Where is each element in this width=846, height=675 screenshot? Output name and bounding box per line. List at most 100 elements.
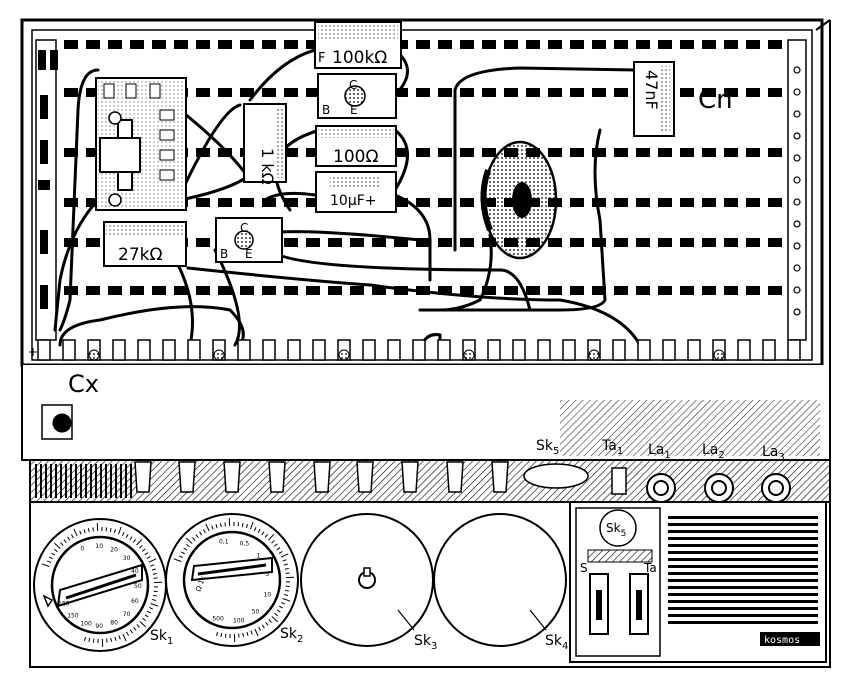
board-hole [548, 40, 562, 49]
terminal[interactable] [62, 339, 76, 361]
dial1-tick [146, 610, 151, 614]
board-hole [526, 88, 540, 97]
board-hole [284, 148, 298, 157]
dial1-scale-label: 50 [134, 583, 142, 590]
dial2-tick [185, 543, 190, 548]
rail-pin [793, 242, 801, 250]
terminal[interactable] [612, 339, 626, 361]
board-hole [86, 238, 100, 247]
board-hole [592, 88, 606, 97]
board-hole [680, 88, 694, 97]
dial2-tick [242, 632, 245, 637]
speaker-grille [668, 516, 818, 624]
terminal[interactable] [162, 339, 176, 361]
dial1-scale-label: 0 [80, 545, 84, 552]
board-hole [86, 286, 100, 295]
terminal[interactable] [137, 339, 151, 361]
switch-slot[interactable] [356, 461, 374, 493]
board-hole [768, 40, 782, 49]
board-hole [460, 148, 474, 157]
board-hole [460, 286, 474, 295]
terminal[interactable] [112, 339, 126, 361]
dial1-tick [122, 633, 127, 642]
terminal[interactable] [687, 339, 701, 361]
board-hole [702, 286, 716, 295]
board-hole [768, 198, 782, 207]
board-hole [548, 148, 562, 157]
board-hole [768, 286, 782, 295]
board-hole [482, 238, 496, 247]
switch-slot[interactable] [491, 461, 509, 493]
dial1-scale-label: 10 [95, 543, 103, 550]
terminal[interactable] [187, 339, 201, 361]
board-hole [724, 286, 738, 295]
board-hole [548, 88, 562, 97]
terminal[interactable] [737, 339, 751, 361]
terminal[interactable] [562, 339, 576, 361]
terminal[interactable] [362, 339, 376, 361]
board-hole [570, 148, 584, 157]
terminal[interactable] [287, 339, 301, 361]
switch-slot[interactable] [268, 461, 286, 493]
switch-slot[interactable] [223, 461, 241, 493]
terminal-screw [213, 349, 225, 361]
grille-slot [668, 607, 818, 610]
dial2-tick [219, 523, 222, 528]
terminal[interactable] [637, 339, 651, 361]
sk5-socket[interactable] [523, 463, 589, 489]
board-hole [570, 198, 584, 207]
grille-slot [668, 551, 818, 554]
terminal[interactable] [312, 339, 326, 361]
rail-pin [793, 132, 801, 140]
terminal[interactable] [512, 339, 526, 361]
board-hole [746, 198, 760, 207]
board-hole [64, 198, 78, 207]
grille-slot [668, 530, 818, 533]
terminal-screw [338, 349, 350, 361]
label-1k: 1 kΩ [258, 148, 277, 185]
grille-slot [668, 586, 818, 589]
switch-slot[interactable] [134, 461, 152, 493]
dial1-scale-label: 180 [58, 601, 70, 608]
terminal[interactable] [412, 339, 426, 361]
switch-slot[interactable] [178, 461, 196, 493]
terminal[interactable] [762, 339, 776, 361]
terminal[interactable] [537, 339, 551, 361]
terminal[interactable] [37, 339, 51, 361]
terminal[interactable] [437, 339, 451, 361]
dial1-tick [148, 558, 157, 563]
wires [53, 48, 642, 352]
dial-sk4[interactable]: Sk4 [433, 513, 568, 652]
board-hole [394, 148, 408, 157]
dial2-tick [192, 537, 196, 541]
grille-slot [668, 544, 818, 547]
terminal[interactable] [662, 339, 676, 361]
terminal[interactable] [262, 339, 276, 361]
board-hole [570, 40, 584, 49]
dial-sk3[interactable]: Sk3 [300, 513, 437, 652]
terminal[interactable] [237, 339, 251, 361]
board-hole [570, 286, 584, 295]
dial2-scale-label: 0,5 [240, 540, 250, 547]
switch-bar [29, 459, 831, 503]
board-hole [460, 88, 474, 97]
dial1-tick [84, 636, 87, 642]
label-47nf: 47nF [642, 70, 661, 110]
board-hole [680, 238, 694, 247]
switch-slot[interactable] [446, 461, 464, 493]
board-hole [680, 148, 694, 157]
lamps [611, 467, 791, 503]
dial1-scale-label: 60 [131, 598, 139, 605]
board-hole [614, 148, 628, 157]
switch-slot[interactable] [401, 461, 419, 493]
board-hole [746, 88, 760, 97]
terminal[interactable] [387, 339, 401, 361]
ta1-key[interactable] [611, 467, 627, 495]
terminal[interactable] [787, 339, 801, 361]
terminal[interactable] [487, 339, 501, 361]
switch-slot[interactable] [313, 461, 331, 493]
board-hole [724, 88, 738, 97]
board-hole [86, 40, 100, 49]
